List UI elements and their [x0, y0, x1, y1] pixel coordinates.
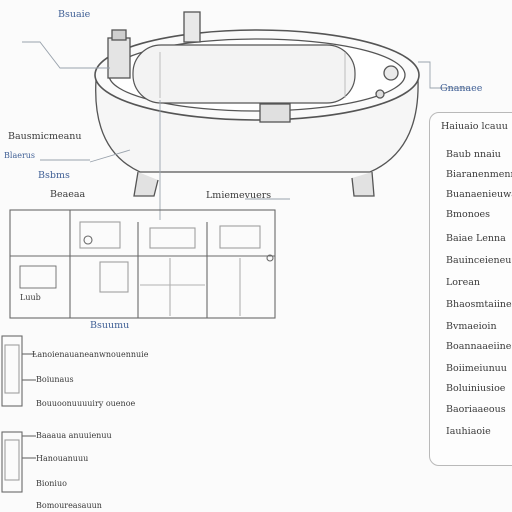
left-label-1: Bausmicmeanu	[8, 131, 82, 142]
left-blue-label: Bsbms	[38, 170, 70, 181]
elevation-upper	[1, 335, 23, 407]
grid-inner-label: Luub	[20, 293, 41, 302]
legend-line: Bomoureasauun	[36, 501, 102, 510]
drain-fitting	[259, 103, 291, 123]
panel-item: Lorean	[446, 277, 480, 288]
panel-item: Boluiniusioe	[446, 383, 506, 394]
panel-item: Biaranenmenr	[446, 169, 512, 180]
control-knob	[383, 65, 399, 81]
tub-foot-left	[133, 171, 159, 197]
overflow-top	[183, 11, 201, 43]
panel-item: Bmonoes	[446, 209, 491, 220]
plan-grid-frame	[9, 209, 276, 319]
panel-item: Boiimeiunuu	[446, 363, 507, 374]
legend-line: Hanouanuuu	[36, 454, 89, 463]
faucet-left	[107, 37, 131, 79]
panel-header: Haiuaio lcauu	[441, 121, 508, 132]
panel-item: Bauinceieneu	[446, 255, 512, 266]
right-header: Gnanaee	[440, 83, 483, 94]
legend-line: Boiunaus	[36, 375, 74, 384]
panel-item: Baoriaaeous	[446, 404, 506, 415]
tub-basin	[132, 44, 356, 104]
tub-foot-right	[351, 171, 375, 197]
elevation-lower	[1, 431, 23, 493]
legend-line: Lanoienauaneanwnouennuie	[32, 350, 149, 359]
left-small-label: Beaeaa	[50, 189, 86, 200]
panel-item: Iauhiaoie	[446, 426, 491, 437]
legend-line: Bouuoonuuuuiry ouenoe	[36, 399, 136, 408]
legend-line: Baaaua anuuienuu	[36, 431, 112, 440]
grid-caption: Bsuumu	[90, 320, 130, 331]
top-left-label: Bsuaie	[58, 9, 91, 20]
panel-item: Boannaaeiine	[446, 341, 512, 352]
panel-item: Bhaosmtaiine	[446, 299, 512, 310]
panel-item: Baiae Lenna	[446, 233, 506, 244]
panel-item: Bvmaeioin	[446, 321, 497, 332]
legend-panel	[429, 112, 512, 466]
legend-line: Bioniuo	[36, 479, 67, 488]
left-label-2: Blaerus	[4, 151, 36, 160]
panel-item: Baub nnaiu	[446, 149, 501, 160]
center-label: Lmiemevuers	[206, 190, 272, 201]
panel-item: Buanaenieuwa	[446, 189, 512, 200]
